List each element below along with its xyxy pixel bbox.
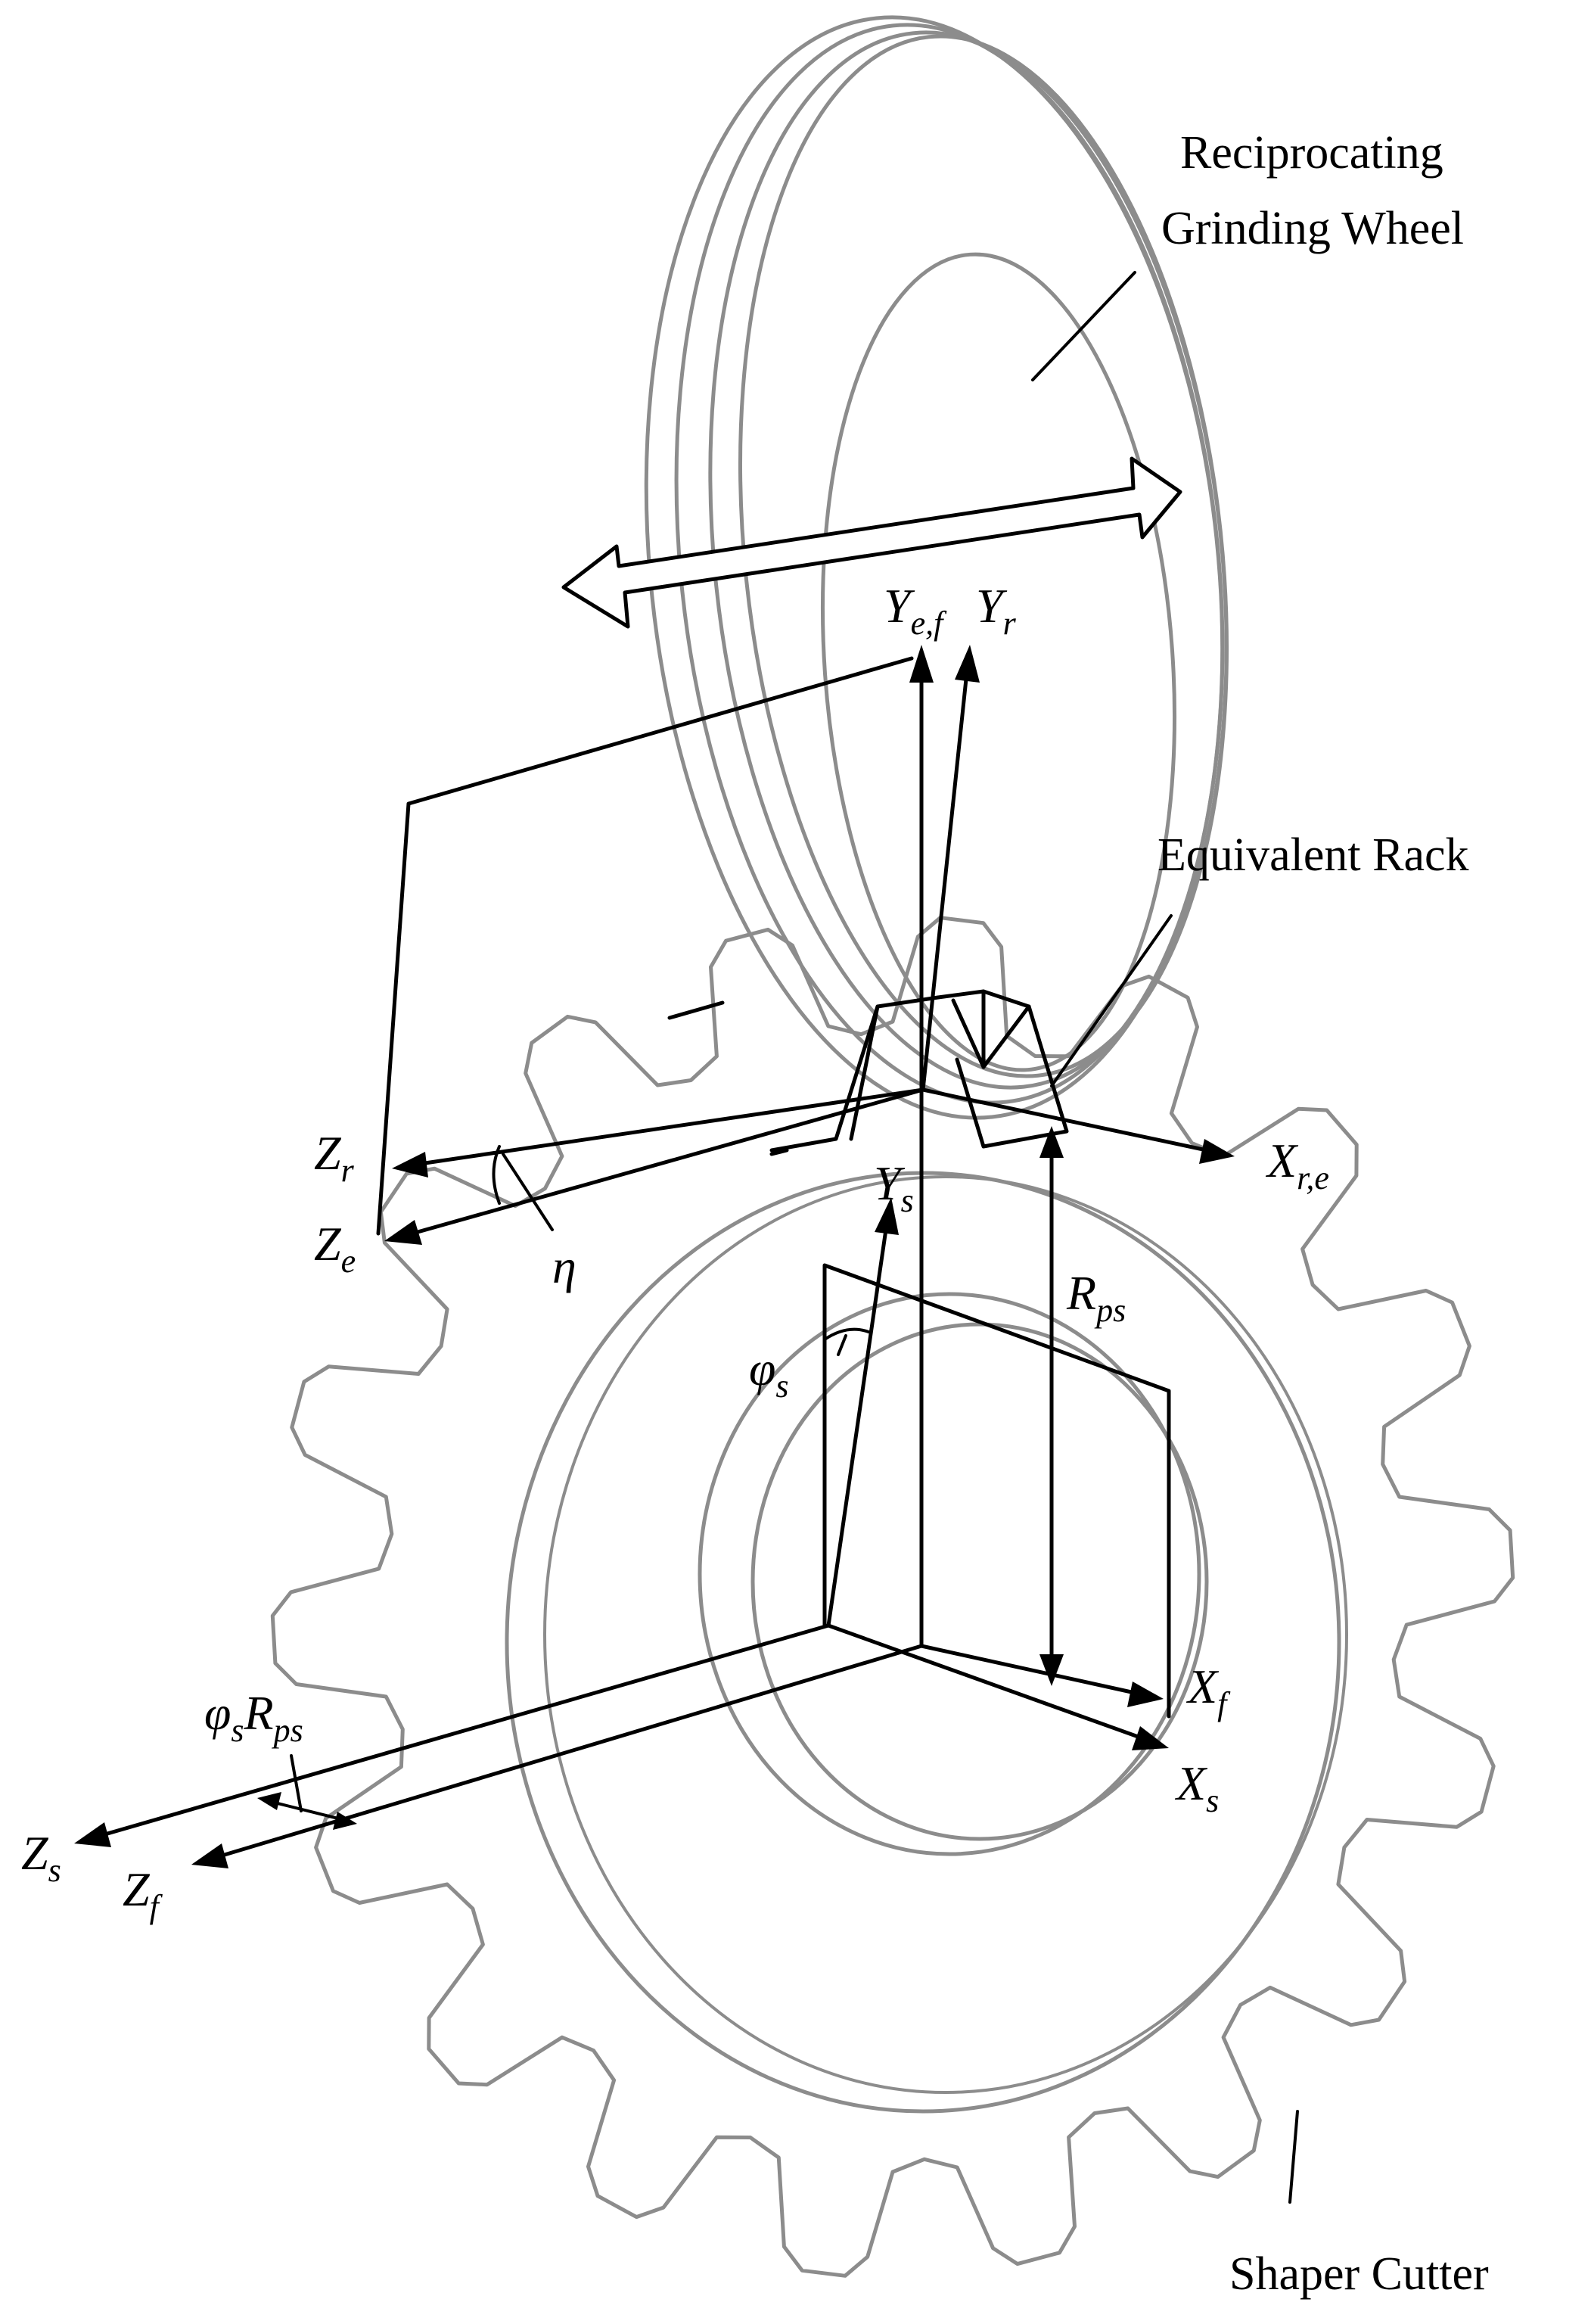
symbol-phi-s: φs (749, 1342, 789, 1405)
gear-bore-inner (750, 1322, 1209, 1841)
axis-x-re: Xr,e (1265, 1134, 1329, 1196)
gear-bore-outer (698, 1292, 1201, 1856)
axis-y-s: Ys (874, 1156, 914, 1219)
axis-z-e: Ze (314, 1217, 356, 1280)
symbol-phi-s-rps: φsRps (204, 1686, 303, 1749)
shaper-cutter (270, 916, 1515, 2278)
leader-lines (1031, 271, 1299, 2204)
reciprocation-arrow (561, 456, 1182, 629)
label-grinding-wheel-line2: Grinding Wheel (1161, 203, 1464, 254)
axis-z-r: Zr (314, 1126, 355, 1189)
text-labels: Reciprocating Grinding Wheel Equivalent … (21, 127, 1489, 2300)
axis-y-r: Yr (976, 579, 1017, 642)
label-grinding-wheel-line1: Reciprocating (1180, 127, 1443, 179)
grinding-wheel (644, 15, 1229, 1120)
wheel-rim-4 (738, 34, 1229, 1078)
equivalent-rack (667, 989, 1069, 1156)
symbol-rps: Rps (1066, 1266, 1126, 1329)
coordinate-axes (74, 645, 1235, 1868)
label-shaper-cutter: Shaper Cutter (1229, 2248, 1489, 2300)
wheel-face (820, 252, 1177, 1072)
axis-z-s: Zs (21, 1826, 61, 1889)
axis-z-f: Zf (123, 1862, 163, 1925)
label-equivalent-rack: Equivalent Rack (1158, 829, 1468, 881)
gear-teeth-outline (270, 916, 1515, 2278)
wheel-rim-2 (674, 23, 1225, 1105)
axis-x-f: Xf (1185, 1660, 1231, 1722)
axis-x-s: Xs (1174, 1756, 1219, 1819)
gear-teeth (270, 916, 1515, 2278)
axis-y-ef: Ye,f (884, 579, 947, 642)
gear-hub-outer-inner-edge (543, 1175, 1348, 2094)
symbol-eta: η (552, 1240, 576, 1293)
